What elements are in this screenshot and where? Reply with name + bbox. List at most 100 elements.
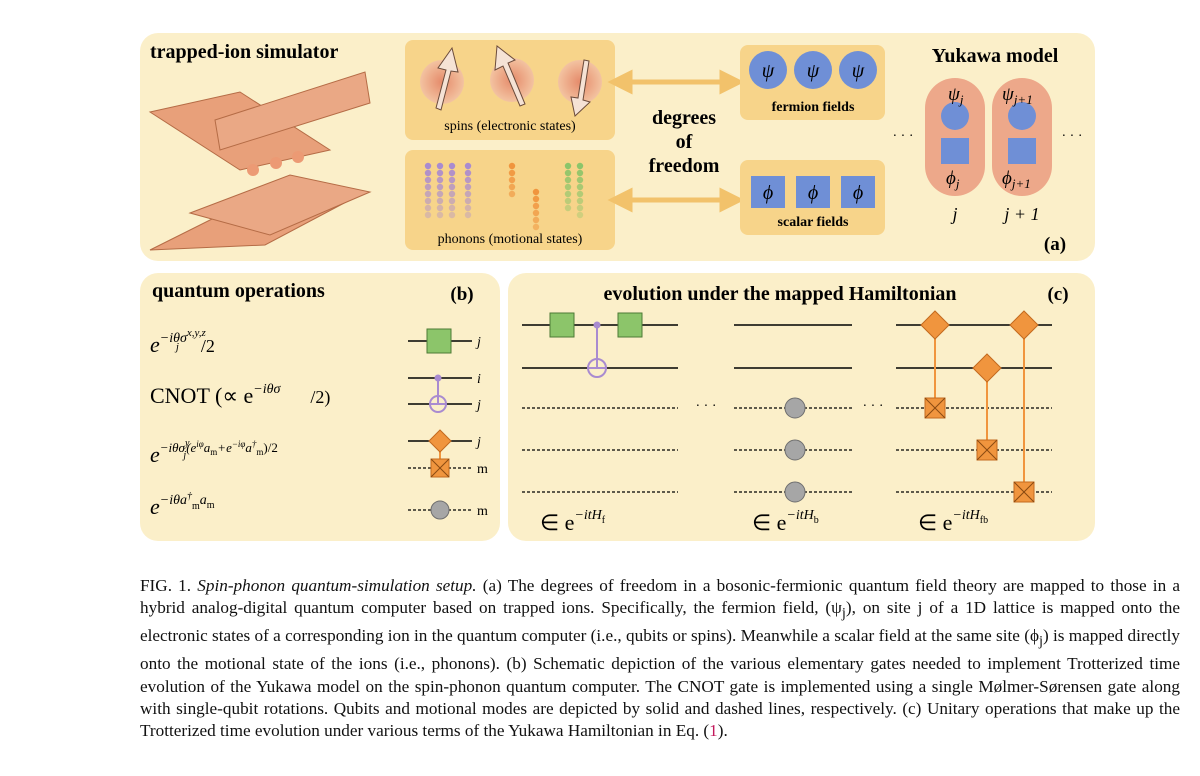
op4-formula: e−iθa†mam [150,491,215,519]
trap-electrodes [148,71,372,251]
phonon-dot [564,197,572,205]
phonon-dot [436,211,444,219]
panel-b-background [140,273,500,541]
phonon-dot [532,195,540,203]
phonon-dot [564,176,572,184]
site-j1-fermion [1008,102,1036,130]
scalar-square-2 [796,176,830,208]
caption-eq-ref[interactable]: 1 [709,721,718,741]
site-j1-label: j + 1 [1002,204,1039,224]
circuit-fermion: ∈ e−itHf [522,312,678,535]
phonons-box: phonons (motional states) [405,150,615,250]
panel-a-title: trapped-ion simulator [150,41,338,63]
phonon-dot [424,162,432,170]
spin-arrow-down-icon [570,59,591,117]
eq-boson: ∈ e−itHb [752,508,819,535]
fermion-circle-1 [749,51,787,89]
phonon-dot [436,190,444,198]
circuit-boson: ∈ e−itHb [734,324,852,535]
dof-line-1: degrees [652,107,716,129]
panel-b-tag: (b) [450,284,473,305]
ion-2 [270,157,282,169]
op1-rotation-gate [426,328,452,354]
coupling-box-1 [924,397,946,419]
phonon-dot [576,204,584,212]
site-j-pill [925,78,985,196]
electrode-bottom-front [188,174,372,236]
eq-fermion: ∈ e−itHf [540,508,606,535]
yukawa-ellipsis-left: · · · [893,129,914,144]
phonon-dot [564,183,572,191]
op1-wire-label: j [475,335,481,350]
phonon-dot [448,162,456,170]
caption-body-3: ) is mapped directly onto the motional s… [140,626,1181,741]
phonon-dot [424,211,432,219]
site-j1-pill [992,78,1052,196]
phonon-dot [448,176,456,184]
spin-arrow-tilted-icon [494,45,526,107]
phonon-dot [464,197,472,205]
site-j-fermion [941,102,969,130]
phonon-dot [532,188,540,196]
phonon-dot [564,204,572,212]
fermion-cnot-control [593,321,601,329]
phonon-dot [576,197,584,205]
phonon-dot [424,204,432,212]
phonon-dot [508,169,516,177]
phonon-dot [576,211,584,219]
fermion-rotation-gate-1 [549,312,575,338]
coupling-diamond-2 [972,353,1002,383]
phonon-dot [532,223,540,231]
phonon-dot [424,190,432,198]
phonon-dot [436,183,444,191]
yukawa-model: Yukawa model ψj ψj+1 ϕj ϕj+1 j j + 1 · ·… [893,45,1083,224]
phonon-dot [424,183,432,191]
phonon-dot [532,216,540,224]
phonons-label: phonons (motional states) [438,232,583,247]
coupling-diamond-1 [920,310,950,340]
caption-fig-label: FIG. 1. [140,576,192,595]
spins-label: spins (electronic states) [444,119,576,134]
phi-j1-label: ϕj+1 [1002,168,1031,191]
panel-a: trapped-ion simulator spins (electronic … [140,33,1095,261]
electrode-top-front [214,71,371,151]
site-j-label: j [950,204,957,224]
coupling-box-2 [976,439,998,461]
op4-phonon-gate [430,500,450,520]
phonon-dot [436,197,444,205]
circuit-fermion-boson: ∈ e−itHfb [896,310,1052,535]
phonon-dot [576,176,584,184]
scalar-symbol-3: ϕ [853,182,863,204]
phonon-dot [448,204,456,212]
ellipsis-c-1: · · · [696,399,717,414]
figure-1: trapped-ion simulator spins (electronic … [140,33,1095,541]
phonon-dot [564,162,572,170]
phonon-dot [576,183,584,191]
op2-wire-label-j: j [475,398,481,413]
phonon-dot [436,162,444,170]
fermion-circle-2 [794,51,832,89]
scalar-fields-box: ϕ ϕ ϕ scalar fields [740,160,885,235]
op4-wire-label-m: m [477,504,488,519]
eq-fermion-boson: ∈ e−itHfb [918,508,988,535]
spins-box: spins (electronic states) [405,40,615,140]
boson-phonon-gate-1 [784,397,806,419]
spin-ion-3 [558,60,602,104]
fermion-circle-3 [839,51,877,89]
scalar-square-3 [841,176,875,208]
site-j1-scalar [1008,138,1036,164]
ion-3 [292,151,304,163]
op2-formula: CNOT (∝ e−iθσ/2) [150,382,330,408]
phonon-dot [436,169,444,177]
phonon-dot [464,183,472,191]
op3-diamond-gate [428,429,452,453]
phonon-dot [424,197,432,205]
panel-a-tag: (a) [1044,234,1066,255]
phonon-dot [464,176,472,184]
dof-line-2: of [676,131,693,153]
phonon-dot [532,202,540,210]
phonon-dot [508,176,516,184]
panel-c-title: evolution under the mapped Hamiltonian [603,283,956,305]
psi-j1-label: ψj+1 [1002,84,1033,107]
